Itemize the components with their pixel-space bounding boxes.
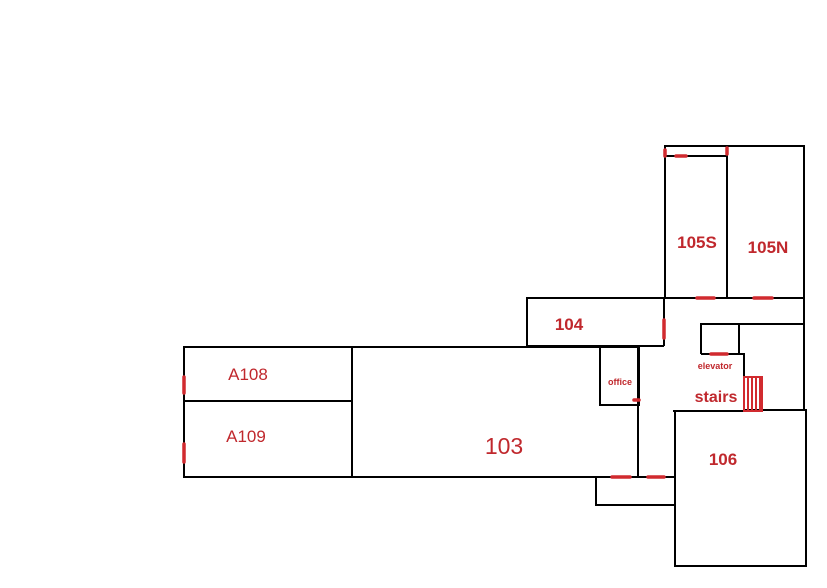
label-a108: A108 [228, 365, 268, 384]
label-106: 106 [709, 450, 737, 469]
room-a108-outline [183, 346, 353, 402]
doors [182, 146, 774, 479]
label-105s: 105S [677, 233, 717, 252]
lower-passage-outline [595, 476, 675, 506]
room-104-outline [526, 297, 664, 347]
office-outline [599, 346, 640, 406]
room-106-outline [674, 409, 807, 567]
room-103-outline [352, 346, 639, 478]
label-105n: 105N [748, 238, 789, 257]
label-elevator: elevator [698, 361, 733, 371]
elevator-shaft-outline [700, 323, 740, 354]
label-a109: A109 [226, 427, 266, 446]
room-105s-outline [664, 145, 728, 299]
stairs-symbol [743, 376, 763, 412]
label-103: 103 [485, 433, 523, 459]
room-labels: A108 A109 103 104 105S 105N 106 office e… [226, 233, 788, 469]
walls [183, 145, 807, 567]
label-stairs: stairs [695, 389, 738, 406]
room-105n-outline [726, 145, 805, 299]
label-office: office [608, 377, 632, 387]
room-a109-outline [183, 400, 353, 478]
label-104: 104 [555, 315, 584, 334]
